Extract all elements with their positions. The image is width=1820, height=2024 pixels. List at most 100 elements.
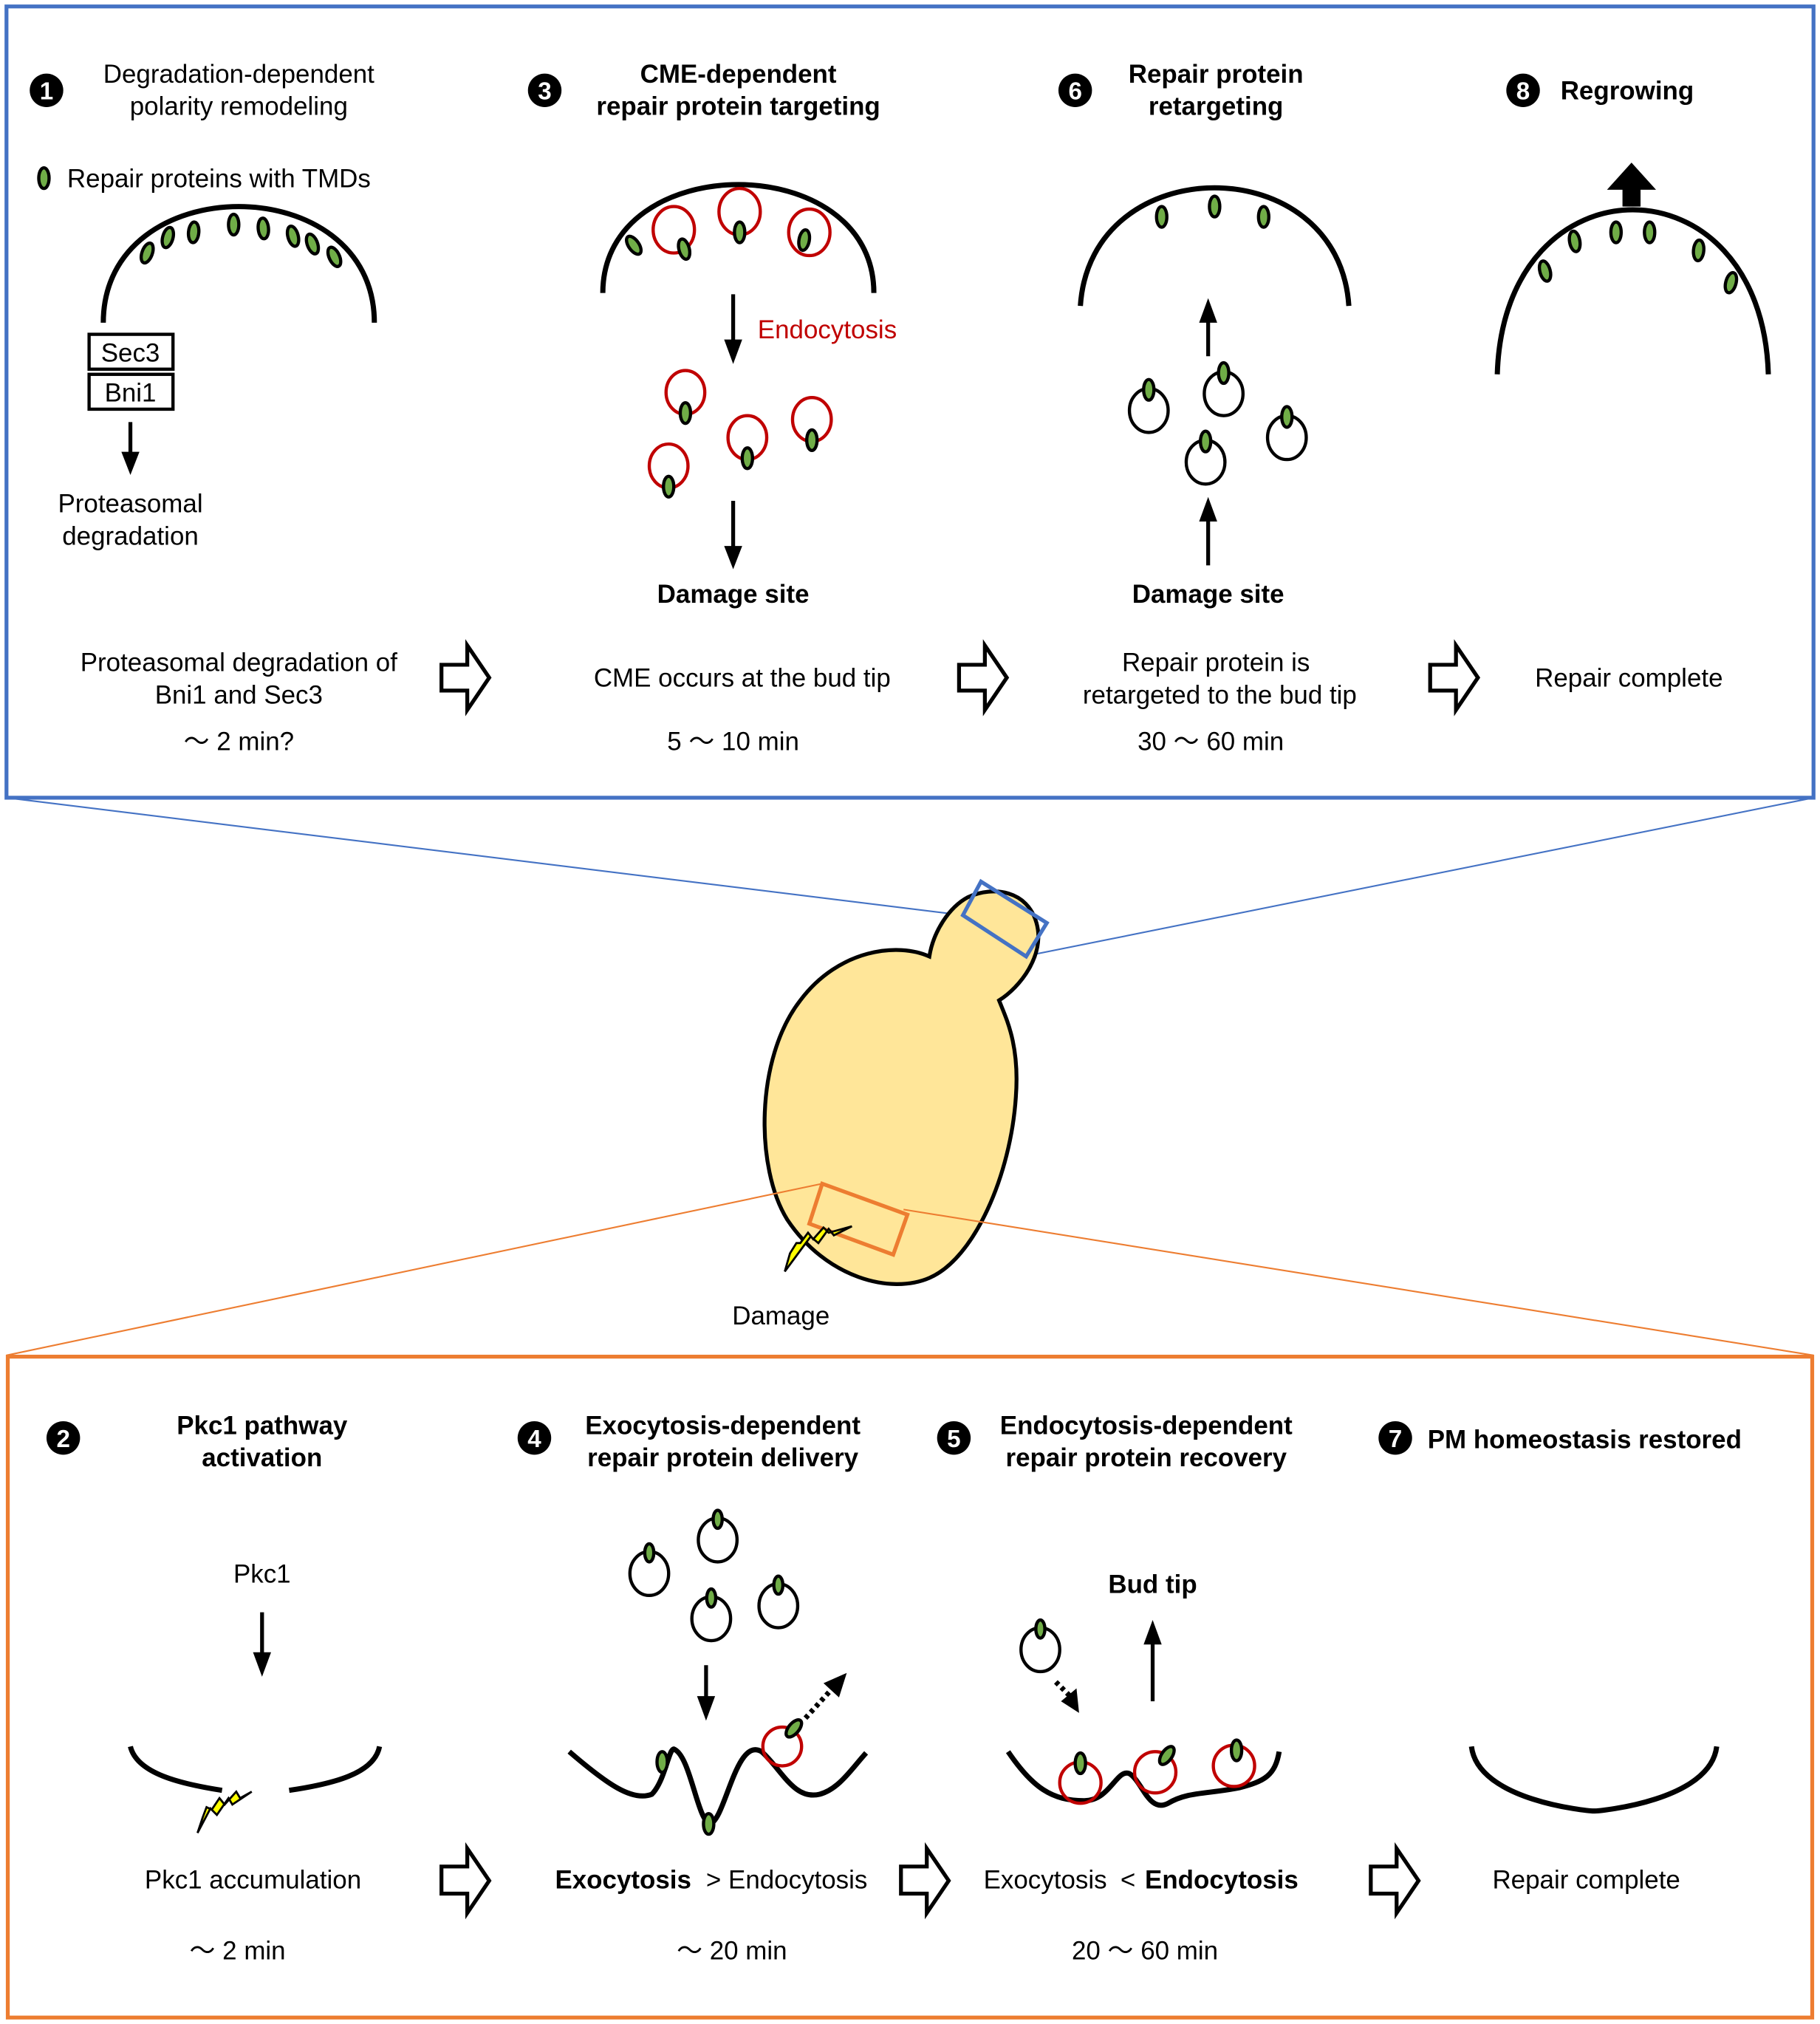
sec3-box — [87, 332, 175, 371]
damaged-membrane-left — [128, 1746, 223, 1794]
top-panel-border — [4, 4, 1816, 800]
exocytic-vesicles — [1127, 360, 1308, 486]
to-damage-arrow-head — [724, 546, 742, 570]
step-2: 2 Pkc1 pathway activation Pkc1 Pkc1 accu… — [46, 1411, 383, 1966]
step-transition-arrow — [1369, 1842, 1421, 1920]
step-title-line1: Repair protein — [1129, 60, 1304, 89]
step-number-badge — [937, 1420, 971, 1455]
step-title: PM homeostasis restored — [1428, 1426, 1742, 1454]
step-number: 7 — [1389, 1426, 1402, 1453]
repair-protein — [1256, 205, 1270, 229]
damage-lightning-icon — [196, 1790, 253, 1834]
summary-op-and-rest: > Endocytosis — [706, 1866, 868, 1895]
step-title-line2: retargeting — [1149, 92, 1283, 121]
time-label: ～ 2 min? — [184, 727, 295, 756]
step-number-badge — [527, 73, 562, 108]
step-3: 3 CME-dependent repair protein targeting… — [527, 60, 897, 756]
repair-protein — [1208, 194, 1222, 219]
repair-protein — [655, 1750, 669, 1774]
step-transition-arrow — [1428, 639, 1481, 717]
damage-site-label: Damage site — [1132, 580, 1284, 609]
step-number-badge — [1378, 1420, 1412, 1455]
legend-label: Repair proteins with TMDs — [67, 164, 371, 193]
step-number-badge — [46, 1420, 81, 1455]
step-title-line1: Endocytosis-dependent — [1000, 1411, 1293, 1440]
step-title-line1: CME-dependent — [640, 60, 837, 89]
summary-line1: Repair complete — [1535, 664, 1722, 693]
endocytosis-arrow-head — [724, 339, 742, 364]
repair-proteins — [1537, 220, 1739, 295]
step-7: 7 PM homeostasis restored Repair complet… — [1378, 1420, 1742, 1895]
step-title-line1: Degradation-dependent — [103, 60, 374, 89]
damaged-membrane-right — [288, 1746, 383, 1794]
time-label: 20 ～ 60 min — [1072, 1937, 1218, 1966]
step-number: 4 — [527, 1426, 541, 1453]
damage-site-label: Damage site — [657, 580, 810, 609]
step-5: 5 Endocytosis-dependent repair protein r… — [937, 1411, 1299, 1966]
outcome-line2: degradation — [62, 522, 199, 550]
zoom-connector-left-bottom — [6, 1183, 823, 1356]
damage-zoom-box — [807, 1181, 910, 1257]
step-number-badge — [1058, 73, 1092, 108]
growth-arrow-icon — [1607, 163, 1657, 207]
summary-line1: Proteasomal degradation of — [81, 649, 398, 677]
step-transition-arrow — [957, 639, 1010, 717]
pkc1-arrow-head — [253, 1652, 272, 1677]
bud-tip-membrane — [1078, 185, 1352, 307]
endocytic-vesicle — [761, 1725, 804, 1768]
retarget-arrow-upper-head — [1199, 298, 1217, 323]
bni1-label: Bni1 — [105, 378, 157, 407]
restored-membrane — [1468, 1746, 1720, 1814]
step-number: 2 — [56, 1426, 69, 1453]
dotted-arrow-head — [1061, 1688, 1079, 1713]
time-label: ～ 20 min — [677, 1937, 787, 1966]
bud-zoom-box — [960, 878, 1050, 960]
summary-line1: Repair complete — [1492, 1866, 1680, 1895]
summary-rest: Endocytosis — [728, 1866, 867, 1895]
summary-op: > — [706, 1866, 728, 1895]
delivery-arrow-head — [697, 1696, 716, 1721]
step-title-line2: polarity remodeling — [130, 92, 348, 121]
step-number: 8 — [1516, 78, 1530, 106]
repair-protein — [784, 1718, 804, 1739]
step-number: 1 — [40, 78, 53, 106]
zoom-connector-right-top — [1030, 796, 1814, 957]
endocytic-pits — [1058, 1738, 1256, 1805]
step-title-line1: Pkc1 pathway — [177, 1411, 348, 1440]
step-title-line2: activation — [202, 1443, 322, 1472]
damage-label: Damage — [732, 1302, 829, 1330]
step-title-line1: Exocytosis-dependent — [585, 1411, 861, 1440]
step-title: Regrowing — [1561, 77, 1694, 106]
dotted-arrow — [803, 1688, 833, 1720]
damage-lightning-icon — [784, 1225, 852, 1273]
step-transition-arrow — [899, 1842, 951, 1920]
summary-bold: Exocytosis — [555, 1866, 691, 1895]
repair-protein-icon — [37, 165, 51, 191]
bud-tip-membrane — [1494, 207, 1771, 375]
step-number-badge — [30, 73, 64, 108]
step-transition-arrow — [439, 639, 492, 717]
dotted-arrow — [1053, 1680, 1073, 1700]
step-6: 6 Repair protein retargeting Damage site… — [1058, 60, 1357, 756]
summary-rest: Exocytosis — [984, 1866, 1107, 1895]
summary-op: < — [1121, 1866, 1135, 1895]
summary-line2: retargeted to the bud tip — [1083, 680, 1357, 709]
step-4: 4 Exocytosis-dependent repair protein de… — [517, 1411, 869, 1966]
step-number-badge — [1506, 73, 1540, 108]
bud-tip-membrane — [600, 182, 877, 293]
time-label: ～ 2 min — [190, 1937, 286, 1966]
to-bud-tip-arrow-head — [1143, 1620, 1162, 1645]
bud-tip-membrane — [100, 204, 377, 323]
step-title-line2: repair protein recovery — [1005, 1443, 1287, 1472]
step-title-line2: repair protein targeting — [596, 92, 880, 121]
time-label: 30 ～ 60 min — [1138, 727, 1284, 756]
zoom-connector-right-bottom — [903, 1208, 1814, 1356]
step-number: 5 — [947, 1426, 960, 1453]
summary-line1: CME occurs at the bud tip — [594, 664, 891, 693]
damaged-membrane-wavy — [567, 1746, 869, 1827]
bni1-box — [87, 372, 175, 411]
pkc1-label: Pkc1 — [233, 1559, 291, 1588]
time-label: 5 ～ 10 min — [667, 727, 799, 756]
exocytic-vesicles — [628, 1508, 800, 1643]
